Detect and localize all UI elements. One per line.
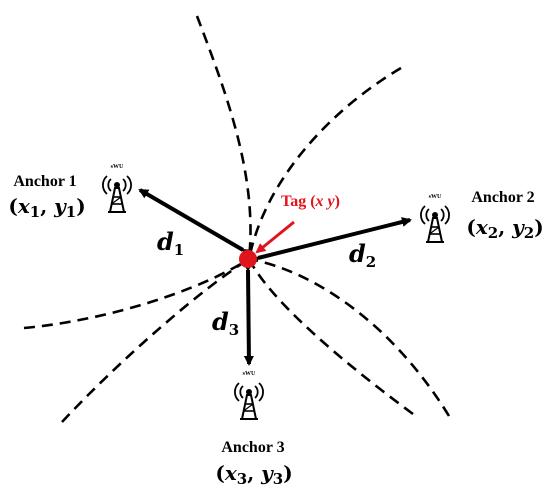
tower-icon	[101, 175, 133, 213]
arrow-d2	[249, 217, 412, 265]
curve-top	[195, 15, 252, 260]
anchor-icon-text: sWU	[111, 164, 124, 170]
curve-upper-right	[247, 66, 402, 260]
curve-lower-right	[247, 258, 414, 416]
distance-label-d1: d1	[157, 227, 184, 259]
tower-icon	[233, 382, 265, 420]
curve-right	[248, 257, 451, 417]
tower-icon	[419, 205, 451, 243]
anchor-label: Anchor 3	[221, 439, 284, 456]
tag-dot	[239, 250, 257, 268]
anchor-1: sWU Anchor 1 (x1, y1)	[8, 164, 133, 221]
anchor-icon-text: sWU	[243, 371, 256, 377]
anchor-2: sWU Anchor 2 (x2, y2)	[419, 189, 544, 243]
anchor-label: Anchor 1	[13, 173, 76, 190]
anchor-3: sWU Anchor 3 (x3, y3)	[215, 371, 292, 488]
anchor-coordinate: (x2, y2)	[466, 215, 543, 242]
arrow-d1	[138, 188, 253, 259]
curve-lower-left	[61, 257, 250, 423]
anchor-icon-text: sWU	[429, 194, 442, 200]
anchor-coordinate: (x1, y1)	[8, 194, 85, 221]
arrow-d3	[242, 261, 254, 366]
dashed-curves	[23, 15, 451, 423]
tag-label: Tag (x y)	[281, 193, 340, 210]
anchor-label: Anchor 2	[471, 189, 534, 206]
anchor-coordinate: (x3, y3)	[215, 461, 292, 488]
distance-label-d2: d2	[349, 239, 376, 271]
tag-pointer-arrow	[255, 220, 295, 254]
distance-label-d3: d3	[212, 307, 239, 339]
curve-left	[23, 257, 250, 330]
